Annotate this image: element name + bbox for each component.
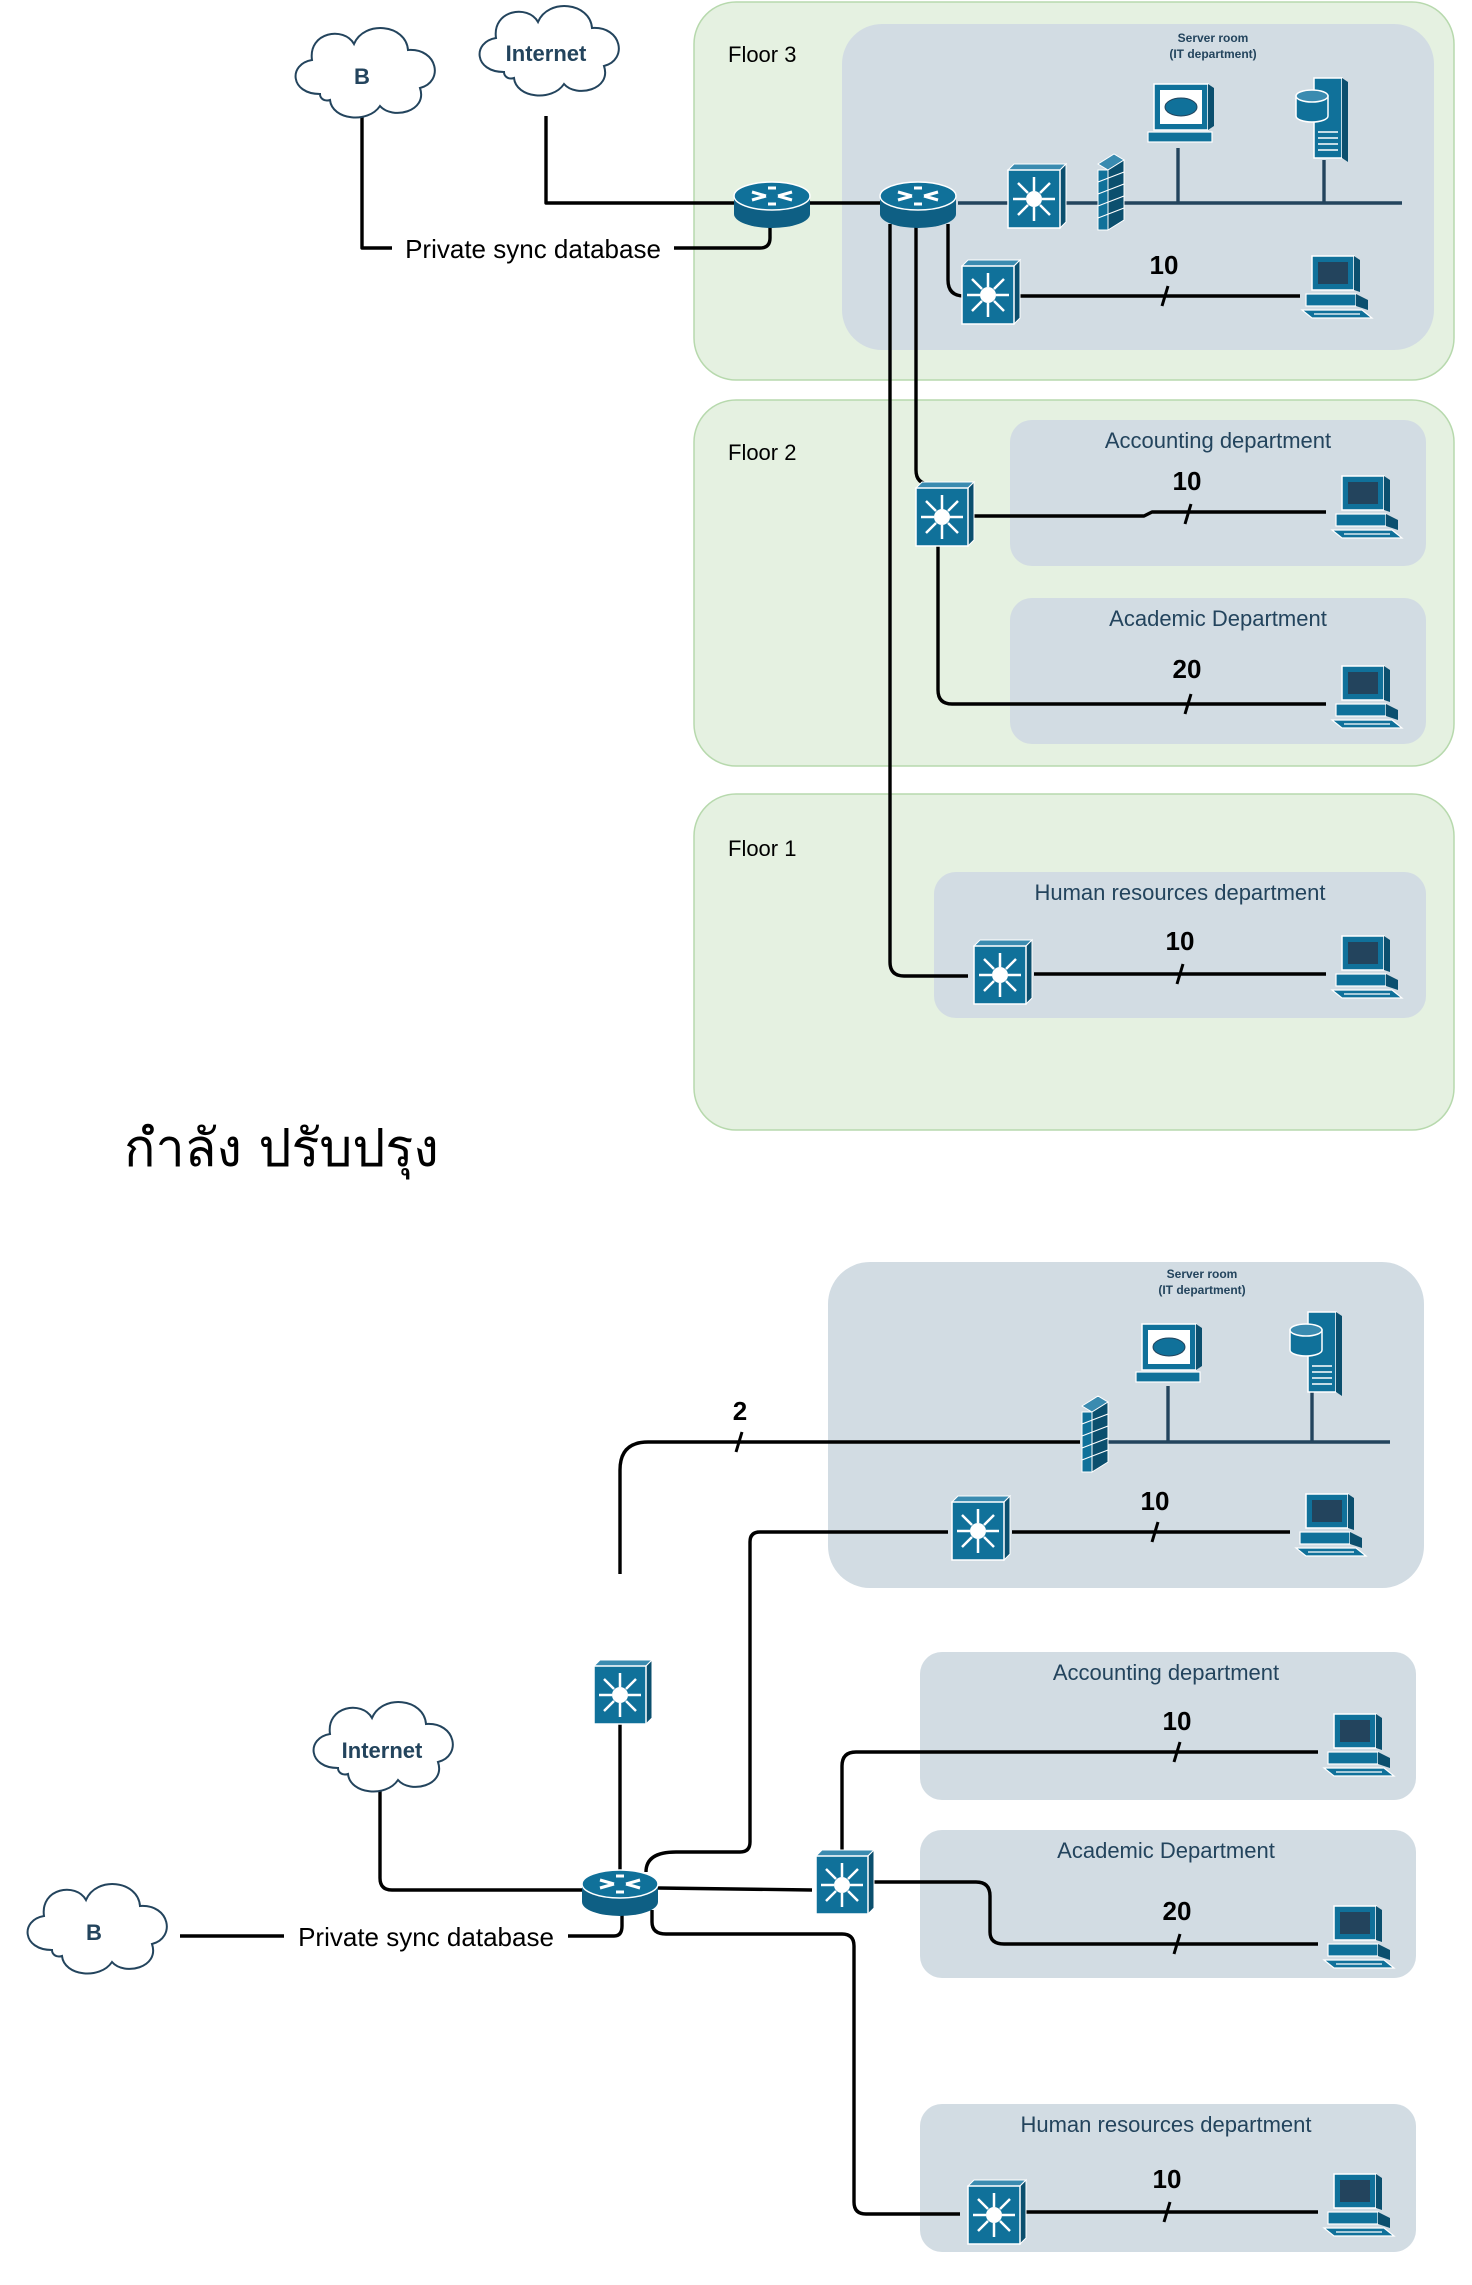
- it-host-count-2: 10: [1141, 1486, 1170, 1516]
- floor-3-label: Floor 3: [728, 42, 796, 67]
- bottom-diagram: Server room (IT department) Accounting d…: [26, 1262, 1424, 2252]
- floor2-switch-icon: [914, 480, 976, 548]
- academic-host-count-2: 20: [1163, 1896, 1192, 1926]
- hr-host-count-2: 10: [1153, 2164, 1182, 2194]
- hr-zone: [934, 872, 1426, 1018]
- floor-1-label: Floor 1: [728, 836, 796, 861]
- cloud-b-label: B: [354, 64, 370, 89]
- management-terminal-icon-2: [1135, 1323, 1203, 1383]
- firewall-icon-2: [1081, 1395, 1109, 1473]
- academic-label-2: Academic Department: [1057, 1838, 1275, 1863]
- hr-zone-2: [920, 2104, 1416, 2252]
- edge-router-icon: [732, 180, 812, 230]
- management-terminal-icon: [1147, 83, 1215, 143]
- dept-switch-icon: [814, 1848, 876, 1916]
- accounting-zone-2: [920, 1652, 1416, 1800]
- server-room-title: Server room: [1178, 31, 1249, 45]
- hr-switch-icon-2: [966, 2178, 1028, 2246]
- it-switch-icon-2: [950, 1494, 1012, 1562]
- hr-host-count: 10: [1166, 926, 1195, 956]
- academic-host-count: 20: [1173, 654, 1202, 684]
- accounting-label-2: Accounting department: [1053, 1660, 1279, 1685]
- core-router-icon: [878, 180, 958, 230]
- academic-zone-2: [920, 1830, 1416, 1978]
- server-room-title-2: Server room: [1167, 1267, 1238, 1281]
- internet-cloud-label: Internet: [506, 41, 587, 66]
- bottom-wires: [180, 1386, 1390, 2216]
- core-router-icon-2: [580, 1868, 660, 1918]
- sync-database-label-2: Private sync database: [298, 1922, 554, 1952]
- server-link-count: 2: [733, 1396, 747, 1426]
- internet-cloud-label-2: Internet: [342, 1738, 423, 1763]
- it-host-count: 10: [1150, 250, 1179, 280]
- hr-switch-icon: [972, 938, 1034, 1006]
- academic-zone: [1010, 598, 1426, 744]
- firewall-icon: [1097, 153, 1125, 231]
- uplink-switch-icon: [592, 1658, 654, 1726]
- hr-label-2: Human resources department: [1020, 2112, 1311, 2137]
- accounting-host-count-2: 10: [1163, 1706, 1192, 1736]
- sync-database-label: Private sync database: [405, 234, 661, 264]
- it-switch-icon: [960, 258, 1022, 326]
- accounting-zone: [1010, 420, 1426, 566]
- hr-label: Human resources department: [1034, 880, 1325, 905]
- server-room-subtitle-2: (IT department): [1158, 1283, 1245, 1297]
- server-room-subtitle: (IT department): [1169, 47, 1256, 61]
- accounting-label: Accounting department: [1105, 428, 1331, 453]
- cloud-b-label-2: B: [86, 1920, 102, 1945]
- top-diagram: Floor 3 Floor 2 Floor 1 Server room (IT …: [294, 1, 1455, 1131]
- accounting-host-count: 10: [1173, 466, 1202, 496]
- status-heading: กำลัง ปรับปรุง: [124, 1119, 439, 1180]
- academic-label: Academic Department: [1109, 606, 1327, 631]
- floor-2-label: Floor 2: [728, 440, 796, 465]
- server-switch-icon: [1006, 162, 1068, 230]
